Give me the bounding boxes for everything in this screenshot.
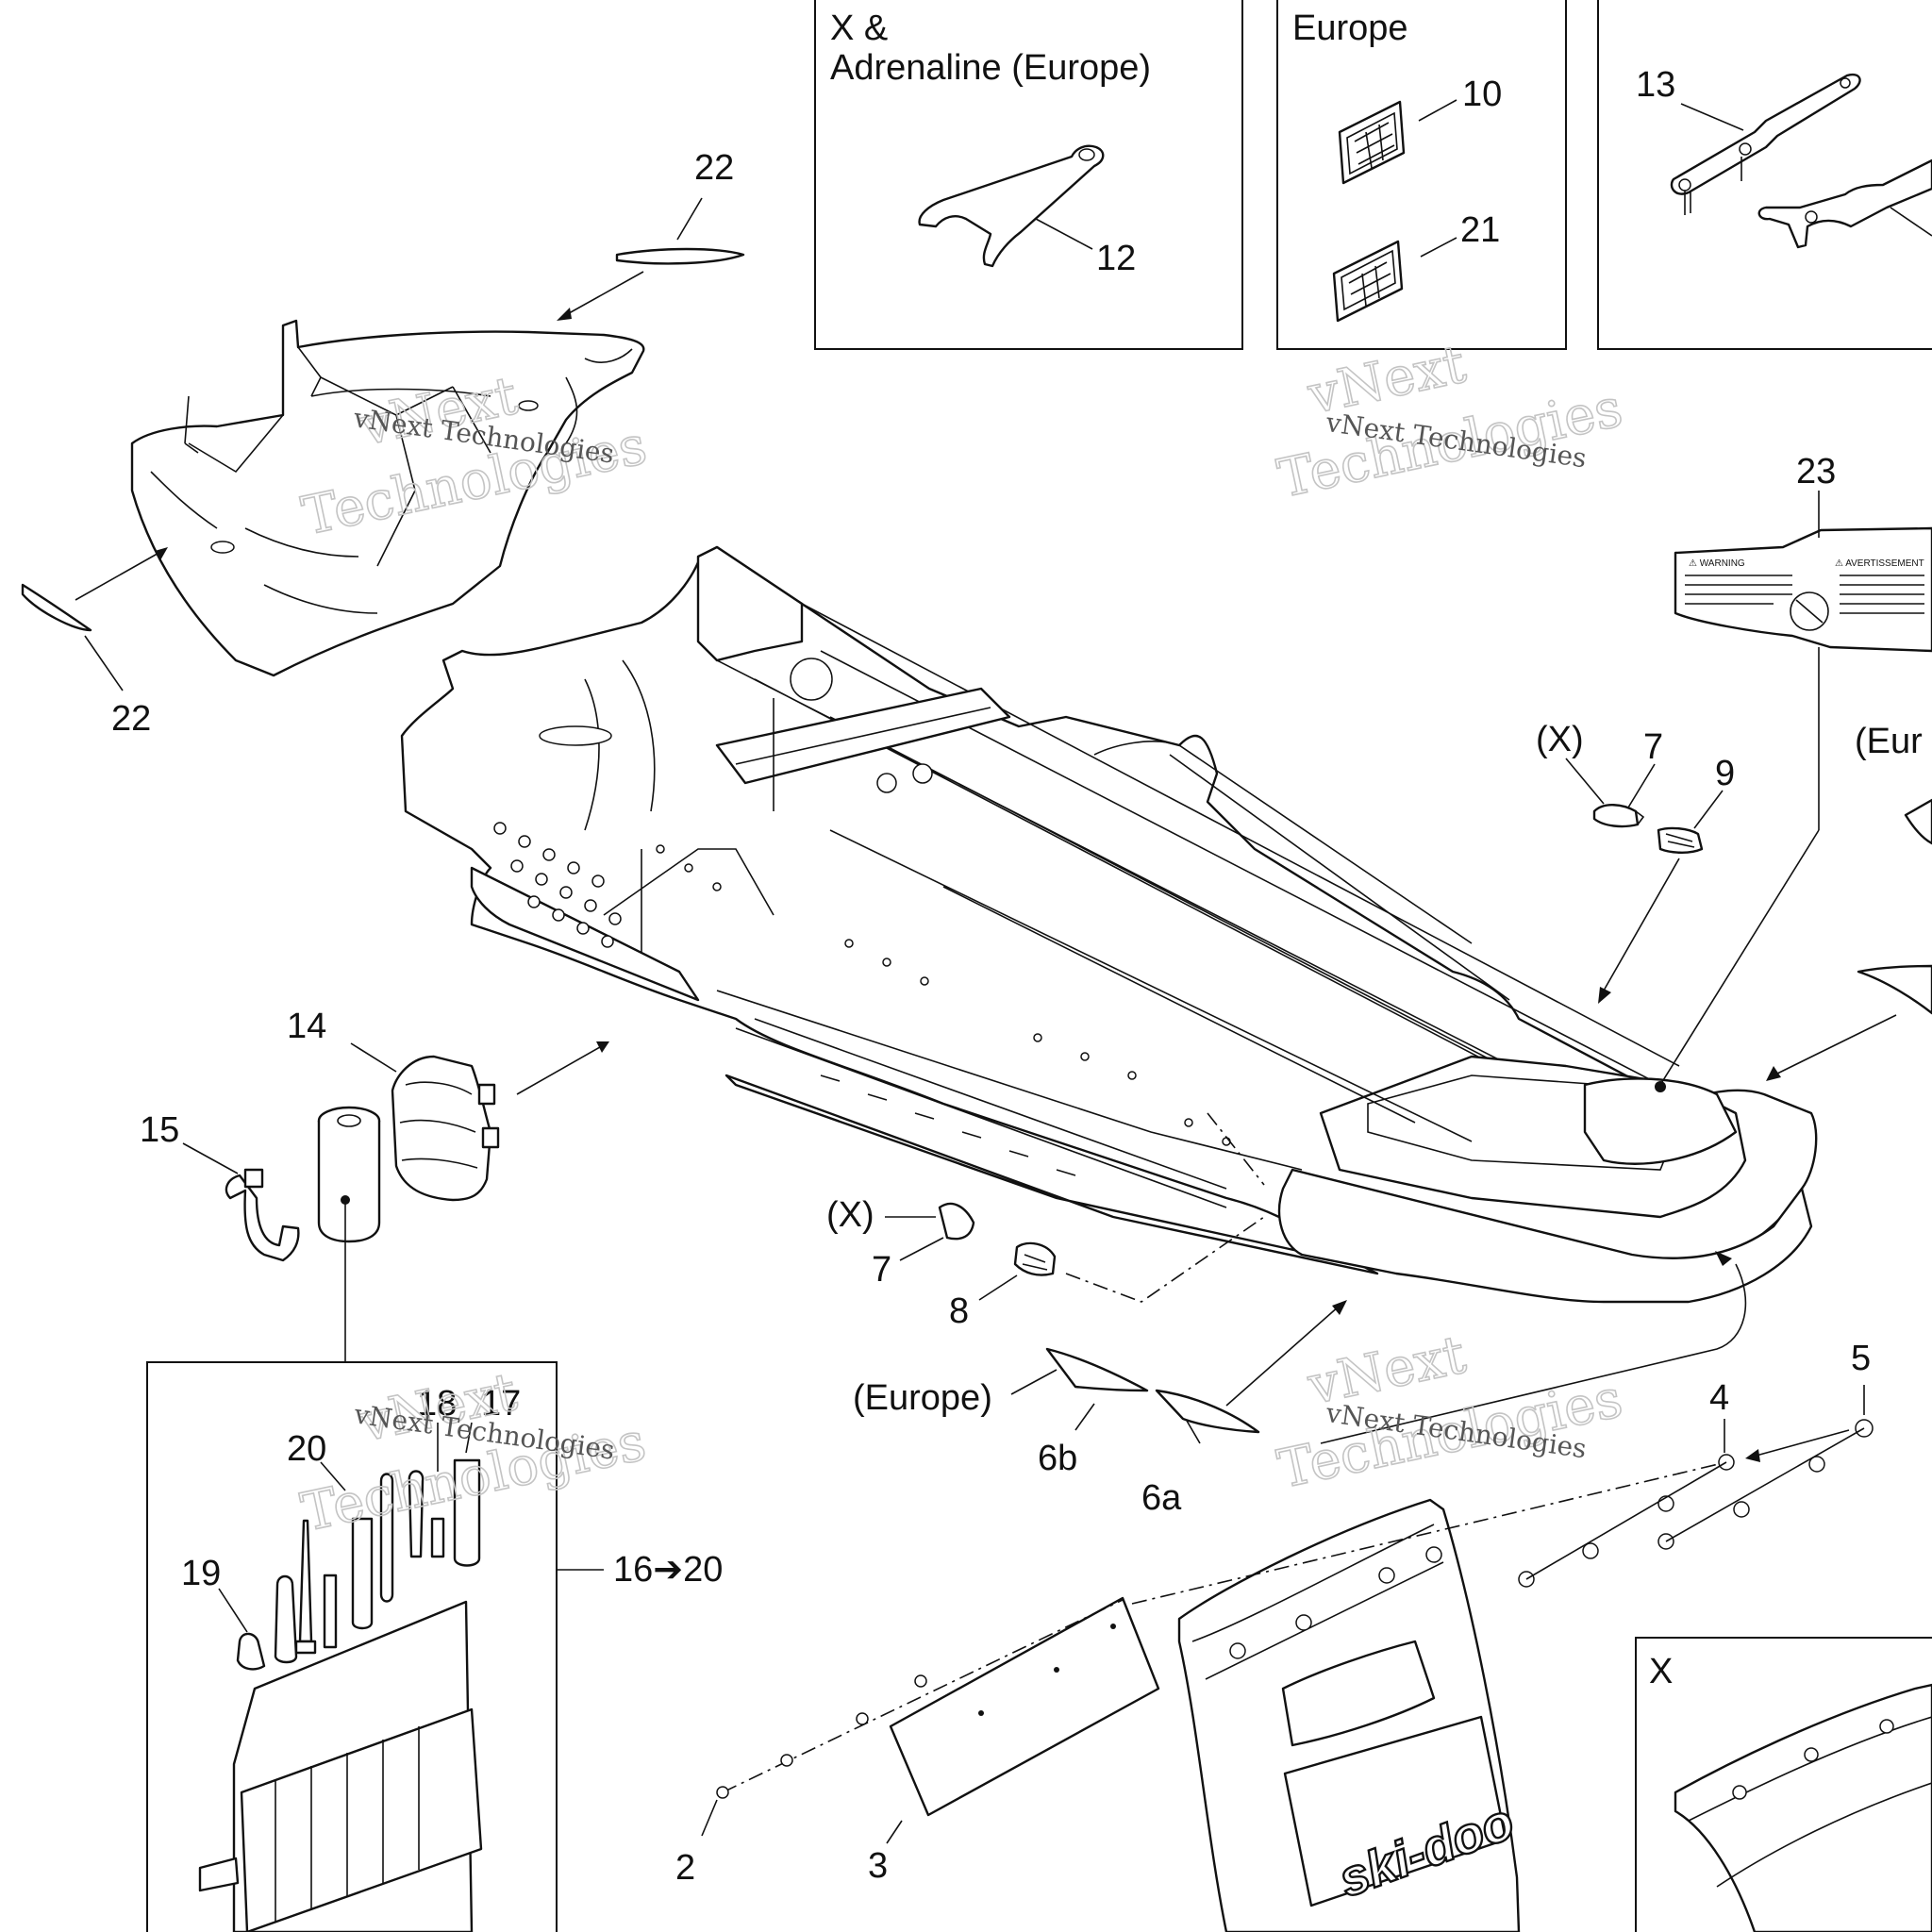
decal-6a	[1155, 1389, 1260, 1434]
snowflap: ski-doo	[1177, 1498, 1523, 1932]
callout-4: 4	[1709, 1378, 1729, 1418]
box-title-europe: Europe	[1292, 8, 1408, 48]
decal-header-right: ⚠ AVERTISSEMENT	[1835, 558, 1924, 569]
callout-europe-left: (Europe)	[853, 1378, 992, 1418]
callout-5: 5	[1851, 1339, 1871, 1378]
wrench-18	[408, 1470, 425, 1558]
watermark-2: vNext Technologies	[1272, 333, 1628, 511]
watermark-4: vNext Technologies	[1272, 1324, 1628, 1502]
callout-6b: 6b	[1038, 1439, 1077, 1478]
box-title-x: X	[1649, 1652, 1673, 1691]
callout-22-top: 22	[694, 148, 734, 188]
toolbox-holder-14	[391, 1055, 500, 1202]
callout-15: 15	[140, 1110, 179, 1150]
callout-x-right: (X)	[1536, 720, 1584, 759]
chassis-frame	[400, 545, 1818, 1304]
box-europe: Europe 10 21	[1276, 0, 1567, 350]
license-plate-3	[889, 1596, 1160, 1817]
spark-plug-wrench-17	[453, 1458, 481, 1567]
harness-line	[1065, 1216, 1265, 1303]
bracket-13	[1670, 73, 1861, 215]
callout-6a: 6a	[1141, 1478, 1182, 1518]
box-x-bottom: X	[1635, 1637, 1932, 1932]
decal-partial-right-upper	[1904, 798, 1932, 845]
callout-16-20: 16➔20	[613, 1550, 723, 1590]
callout-14: 14	[287, 1007, 326, 1046]
tool-tube	[317, 1106, 381, 1243]
decal-partial-right-lower	[1857, 964, 1932, 1015]
box-title-x-and: X &	[830, 8, 888, 48]
socket-tool	[351, 1517, 374, 1630]
flap-fastener-line	[1131, 1461, 1727, 1605]
callout-23: 23	[1796, 452, 1836, 491]
box-x-adrenaline-europe: X & Adrenaline (Europe) 12	[814, 0, 1243, 350]
taillight-housing-9	[1657, 826, 1704, 854]
taillight-lens-7-left	[938, 1202, 975, 1241]
callout-9: 9	[1715, 754, 1735, 793]
flap-return-arrow	[1320, 1263, 1747, 1444]
callout-8: 8	[949, 1291, 969, 1331]
decal-6b	[1045, 1347, 1149, 1392]
box-top-right: 13	[1597, 0, 1932, 350]
running-board-holes	[493, 822, 1231, 1176]
callout-12: 12	[1096, 239, 1136, 278]
callout-10: 10	[1462, 75, 1502, 114]
strap-15	[225, 1168, 300, 1262]
callout-17: 17	[481, 1384, 521, 1424]
callout-19: 19	[181, 1554, 221, 1593]
callout-europe-partial: (Eur	[1855, 722, 1923, 761]
callout-3: 3	[868, 1846, 888, 1886]
warning-decal-23: ⚠ WARNING ⚠ AVERTISSEMENT	[1674, 526, 1932, 653]
decal-22-left	[21, 583, 92, 632]
callout-21: 21	[1460, 210, 1500, 250]
callout-x-left: (X)	[826, 1195, 874, 1235]
decal-header-left: ⚠ WARNING	[1689, 558, 1745, 569]
toolkit-box-16-20: 16➔20 18 17 20 19	[146, 1361, 723, 1932]
callout-18: 18	[417, 1384, 457, 1424]
taillight-housing-8	[1013, 1241, 1057, 1276]
spanner-wrench-12	[918, 144, 1105, 268]
taillight-lens-7-right	[1592, 804, 1645, 828]
callout-20: 20	[287, 1429, 326, 1469]
callout-13: 13	[1636, 65, 1675, 105]
callout-2: 2	[675, 1848, 695, 1888]
reflector-21	[1332, 240, 1404, 323]
reflector-10	[1338, 100, 1406, 185]
screwdriver-handle	[274, 1574, 298, 1664]
box-title-adrenaline-europe: Adrenaline (Europe)	[830, 48, 1151, 88]
belly-pan	[130, 319, 645, 677]
decal-22-top	[615, 247, 745, 265]
callout-7-right: 7	[1643, 727, 1663, 767]
callout-22-left: 22	[111, 699, 151, 739]
callout-7-left: 7	[872, 1250, 891, 1290]
clip-19	[236, 1632, 266, 1671]
spanner-wrench-13	[1757, 158, 1932, 249]
